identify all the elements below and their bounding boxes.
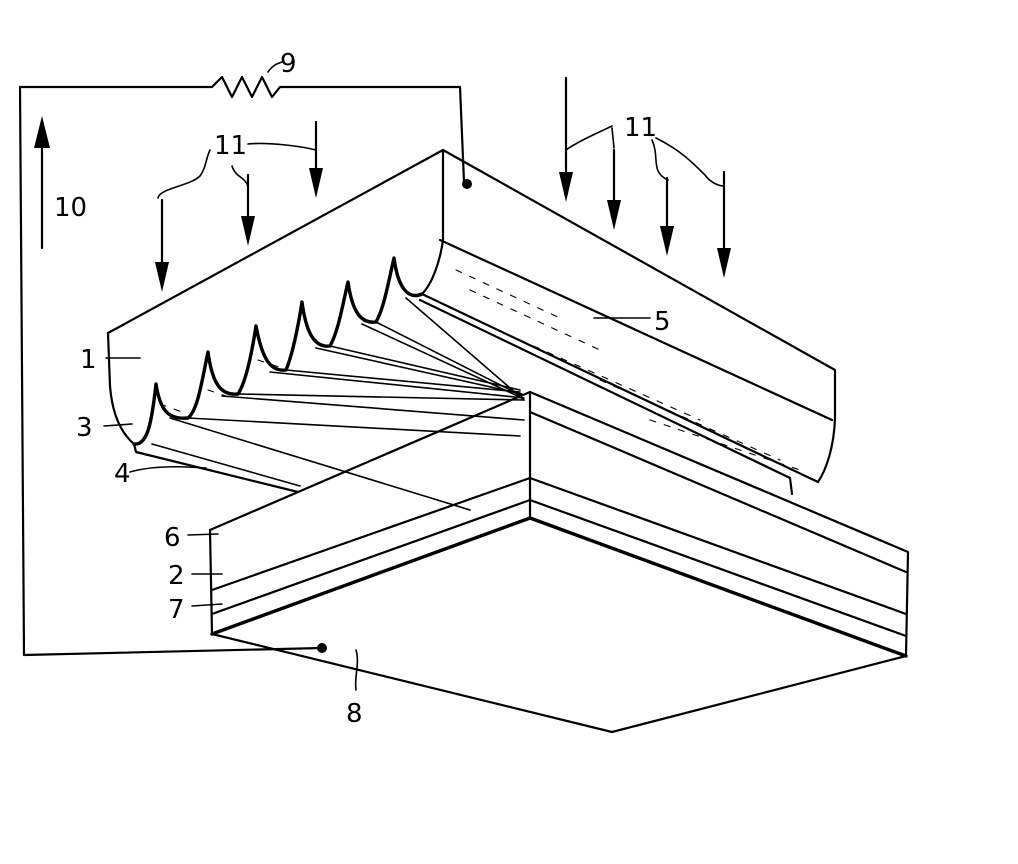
upper-grooved-plate bbox=[106, 148, 837, 511]
upper-plate-bottom-edge bbox=[132, 442, 300, 494]
label-8: 8 bbox=[346, 699, 363, 729]
external-circuit bbox=[18, 75, 472, 657]
label-2: 2 bbox=[168, 561, 185, 591]
upper-plate-front-corner bbox=[420, 148, 445, 296]
reference-leaders bbox=[103, 61, 651, 691]
upper-plate-side-lower-edge bbox=[420, 292, 820, 484]
label-7: 7 bbox=[168, 595, 185, 625]
lower-layered-block bbox=[208, 390, 910, 734]
layer-6-line-left bbox=[210, 476, 532, 592]
label-11-right: 11 bbox=[624, 113, 657, 143]
label-10: 10 bbox=[54, 193, 87, 223]
leaders-11 bbox=[157, 125, 725, 199]
upper-contact-dot bbox=[462, 179, 472, 189]
label-9: 9 bbox=[280, 49, 297, 79]
label-11-left: 11 bbox=[214, 131, 247, 161]
upper-plate-front-lip bbox=[418, 298, 794, 496]
upper-plate-side-line bbox=[438, 238, 834, 422]
layer-2-line-left bbox=[210, 498, 532, 616]
label-4: 4 bbox=[114, 459, 131, 489]
layer-7-line-right bbox=[528, 516, 908, 658]
top-face-inner-line bbox=[528, 410, 908, 574]
substrate-8-outline bbox=[210, 632, 908, 734]
groove-profile bbox=[132, 256, 424, 446]
lower-block-right-edge bbox=[904, 550, 910, 658]
circuit-wire-left bbox=[18, 85, 324, 657]
upper-plate-right-end bbox=[816, 368, 837, 484]
label-6: 6 bbox=[164, 523, 181, 553]
lower-contact-dot bbox=[317, 643, 327, 653]
layer-2-line-right bbox=[528, 498, 908, 638]
lower-block-left-edge bbox=[208, 528, 214, 636]
label-5: 5 bbox=[654, 307, 671, 337]
light-arrows-11 bbox=[155, 76, 731, 292]
layer-6-line-right bbox=[528, 476, 908, 616]
label-1: 1 bbox=[80, 345, 97, 375]
resistor-9 bbox=[210, 75, 466, 184]
upper-plate-left-end bbox=[106, 331, 136, 446]
layer-7-line-left bbox=[210, 516, 532, 636]
current-arrow-10 bbox=[34, 116, 50, 250]
label-3: 3 bbox=[76, 413, 93, 443]
reference-numerals: 9 10 11 11 1 3 4 5 6 2 7 8 bbox=[54, 49, 671, 729]
